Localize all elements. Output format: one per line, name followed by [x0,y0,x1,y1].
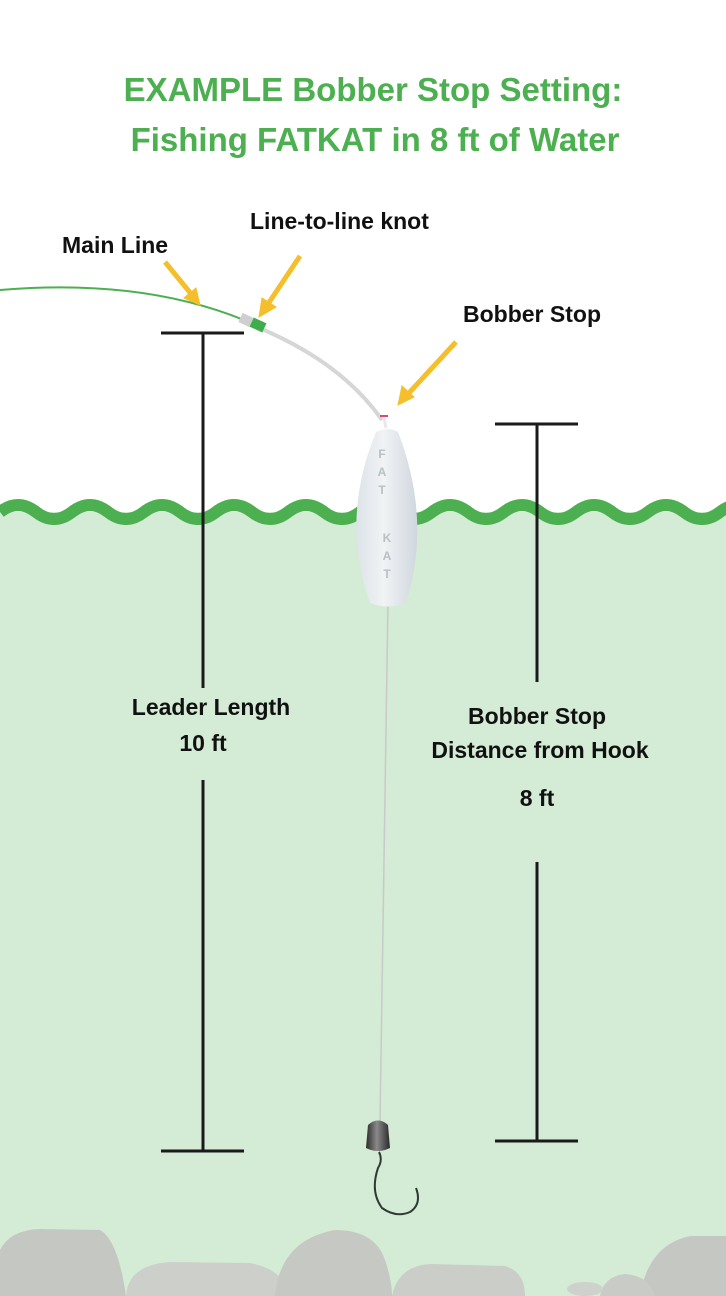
bobber-stop-callout: Bobber Stop [463,301,601,327]
main-line-callout: Main Line [62,232,169,258]
svg-text:K: K [383,531,392,545]
rocks-icon [0,1229,726,1296]
svg-text:T: T [378,483,386,497]
stop-distance-value: 8 ft [519,785,555,811]
svg-text:A: A [383,549,392,563]
bobber-stop-distance-bracket [495,422,578,1143]
leader-length-value: 10 ft [179,730,227,756]
main-line-arrow-icon [163,260,201,306]
svg-text:F: F [378,447,385,461]
svg-text:A: A [378,465,387,479]
stop-distance-label-1: Bobber Stop [468,703,606,729]
line-to-hook [379,599,389,1123]
stop-distance-label-2: Distance from Hook [431,737,649,763]
fatkat-bobber-icon [356,429,418,607]
circle-hook-icon [373,1151,419,1216]
knot-arrow-icon [258,254,303,318]
sinker-weight-icon [366,1120,390,1151]
bobber-stop-arrow-icon [397,340,458,406]
leader-length-bracket [161,331,244,1153]
leader-line [251,323,384,422]
water-body [0,512,726,1296]
svg-text:T: T [383,567,391,581]
line-to-line-knot-icon [238,312,267,333]
knot-callout: Line-to-line knot [250,208,429,234]
leader-length-label: Leader Length [131,694,291,720]
title-line-2: Fishing FATKAT in 8 ft of Water [130,121,620,158]
main-line [0,286,245,321]
title-line-1: EXAMPLE Bobber Stop Setting: [123,71,623,108]
